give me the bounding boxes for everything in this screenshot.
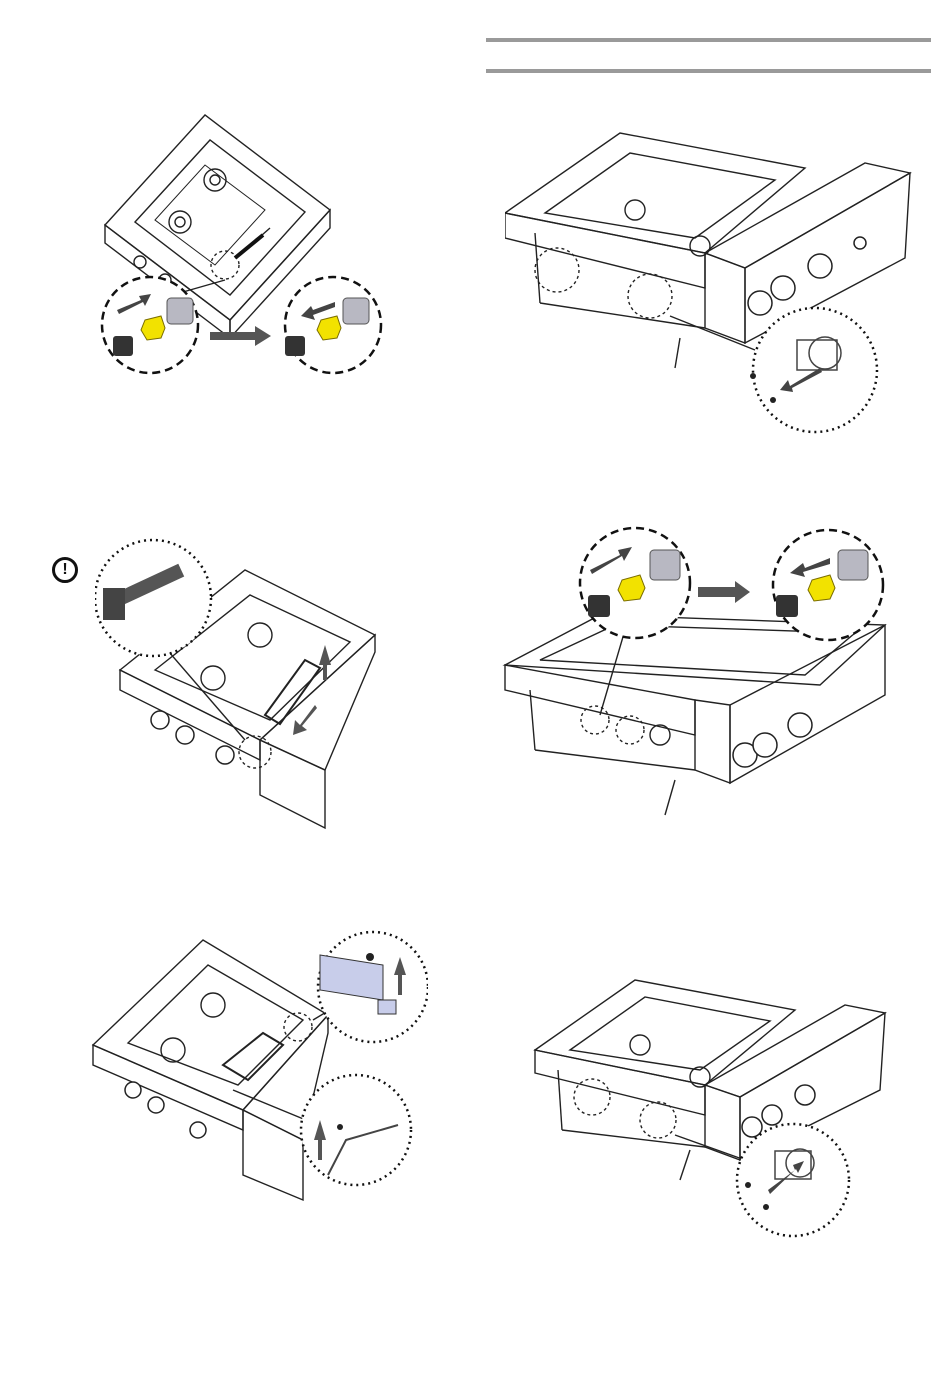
fig-valve-orifice-replacement — [95, 110, 385, 380]
fig-igniter-installation-large — [530, 975, 890, 1240]
screw-icon — [366, 953, 374, 961]
hose-fitting-icon — [167, 298, 193, 324]
fig-large-orifice-replacement — [500, 525, 895, 825]
section-rule-top — [486, 38, 931, 42]
hose-fitting-icon — [650, 550, 680, 580]
section-rule-bottom — [486, 69, 931, 73]
fig-burner-installation — [88, 915, 428, 1205]
warning-icon: ! — [52, 557, 78, 583]
fig-igniter-removal-large — [505, 128, 915, 438]
fig-burner-removal — [95, 530, 385, 830]
